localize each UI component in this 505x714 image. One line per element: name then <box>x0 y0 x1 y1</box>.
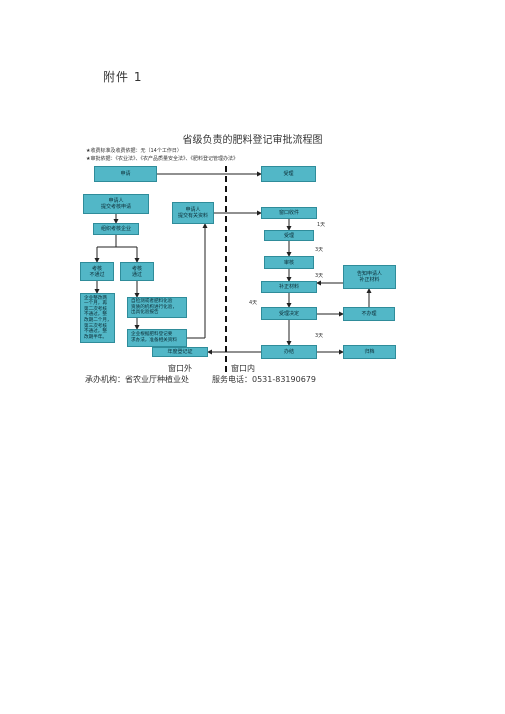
node-applicant-docs: 申请人 提交有关资料 <box>172 202 214 224</box>
days-label: 4天 <box>249 300 258 306</box>
window-inside-label: 窗口内 <box>231 364 255 373</box>
node-notify: 告知申请人 补正材料 <box>343 265 396 289</box>
node-issue: 办结 <box>261 345 317 359</box>
days-label: 3天 <box>315 247 324 253</box>
page-title: 省级负责的肥料登记审批流程图 <box>182 135 323 146</box>
node-fail: 考核 不通过 <box>80 262 114 281</box>
basis-note: ★审批依据：《农业法》、《农产品质量安全法》、《肥料登记管理办法》 <box>86 156 238 162</box>
node-review: 审核 <box>264 256 314 269</box>
annex-label: 附件 1 <box>103 70 143 84</box>
days-label: 3天 <box>315 273 324 279</box>
node-apply: 申请 <box>94 166 157 182</box>
node-lab-test: 自检测或者肥料化验 资质的机构进行化验， 出具化验报告 <box>127 297 187 318</box>
node-window-receive: 窗口收件 <box>261 207 317 219</box>
node-applicant-submit: 申请人 提交考核申请 <box>83 194 149 214</box>
node-supplement: 补正材料 <box>261 281 317 293</box>
node-pass: 考核 通过 <box>120 262 154 281</box>
node-fail-detail: 企业整改两 一个月，再 第二次考核 不通过，整 改期二个月， 第三次考核 不通过… <box>80 293 115 343</box>
node-accept-top: 受理 <box>261 166 316 182</box>
node-company-submit: 企业根据肥料登记要 求办法，准备相关资料 <box>127 329 187 347</box>
node-archive: 归档 <box>343 345 396 359</box>
node-accept-2: 受理 <box>264 230 314 241</box>
footer-phone: 服务电话：0531-83190679 <box>212 375 316 384</box>
fee-note: ★收费标准及收费依据：无（14个工作日） <box>86 148 182 154</box>
window-outside-label: 窗口外 <box>168 364 192 373</box>
days-label: 1天 <box>317 222 326 228</box>
days-label: 3天 <box>315 333 324 339</box>
footer-organization: 承办机构：省农业厅种植业处 <box>85 375 189 384</box>
node-org-assess: 组织考核企业 <box>93 223 139 235</box>
node-decision: 受理决定 <box>261 307 317 320</box>
node-reject: 不办理 <box>343 307 395 321</box>
node-annual-register: 年度登记证 <box>152 347 208 357</box>
